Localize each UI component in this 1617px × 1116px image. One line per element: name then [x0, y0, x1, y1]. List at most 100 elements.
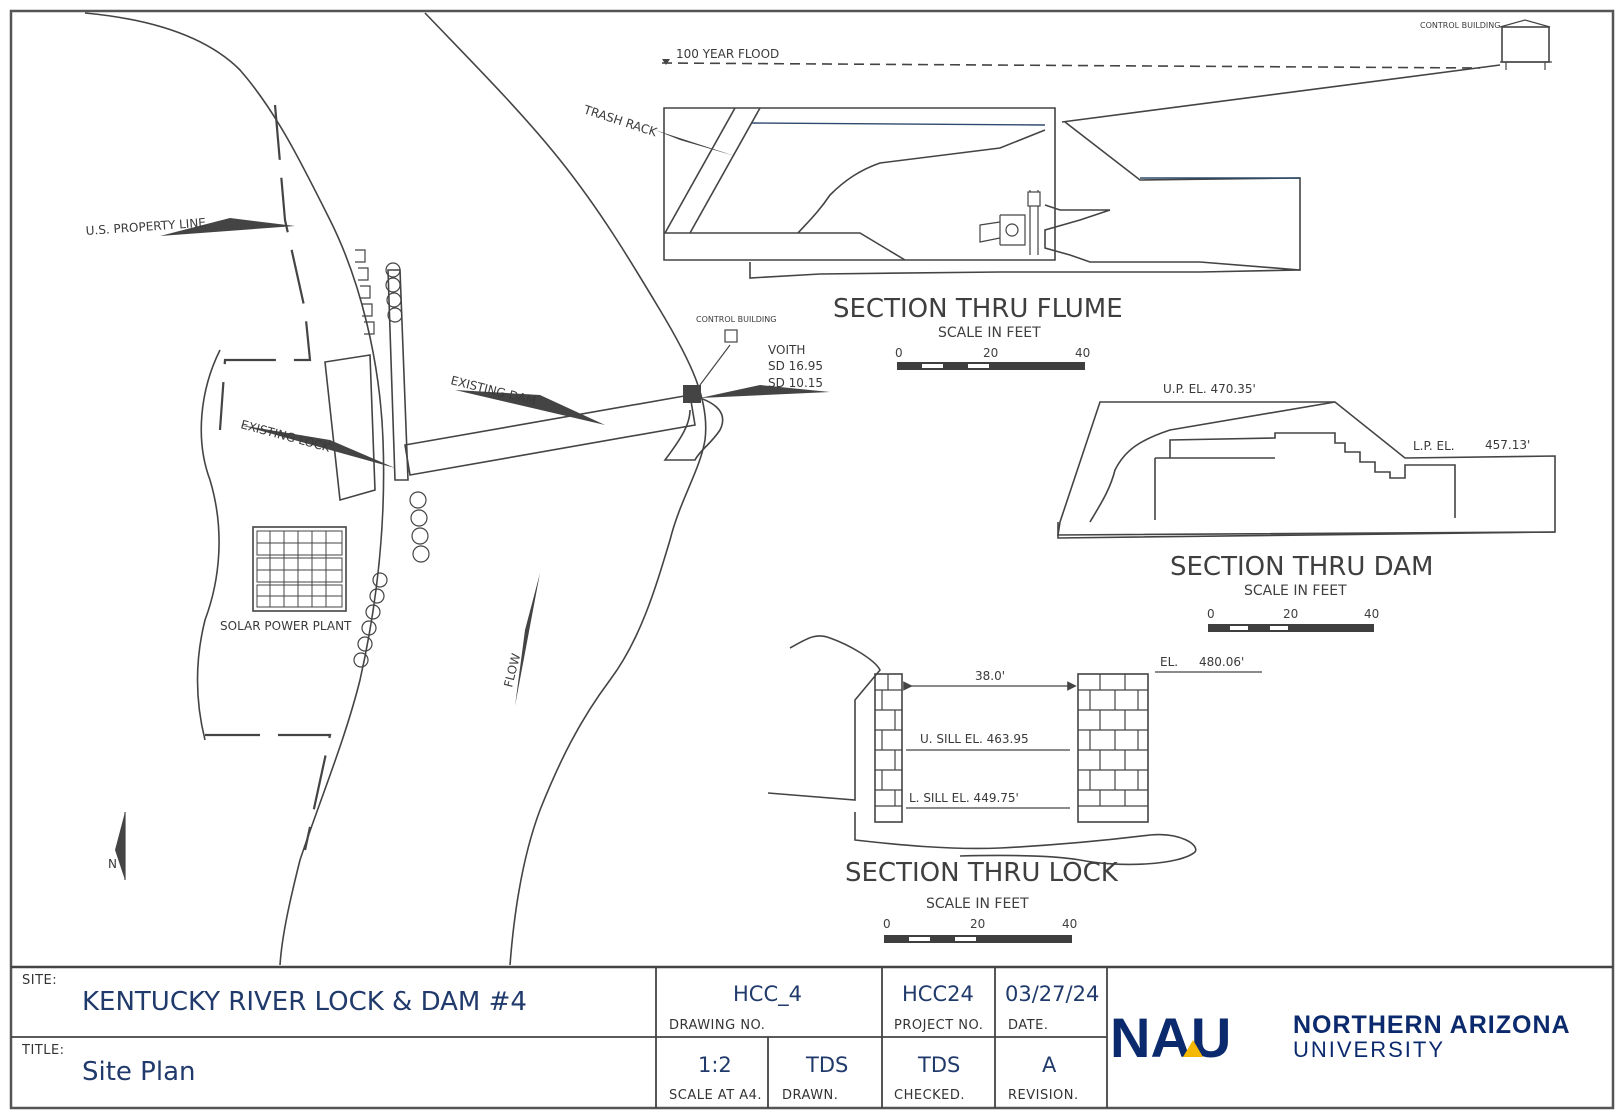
date-value: 03/27/24 [1005, 982, 1099, 1006]
property-line-label: U.S. PROPERTY LINE [85, 216, 206, 238]
lock-scale-bar [884, 935, 1072, 943]
flood-marker-icon [662, 59, 670, 65]
drawn-value: TDS [805, 1053, 848, 1077]
u-sill-label: U. SILL EL. 463.95 [920, 732, 1029, 746]
turbine-icon [979, 190, 1041, 255]
scale-label: SCALE AT A4. [669, 1088, 762, 1103]
control-building-stem [699, 344, 731, 386]
lock-el-label: EL. [1160, 655, 1178, 669]
dam-ogee [1089, 401, 1336, 523]
lock-leader [240, 425, 395, 468]
property-line [218, 104, 312, 431]
project-no-value: HCC24 [902, 982, 974, 1006]
nau-logo-mark: NAU [1110, 1006, 1231, 1069]
lock-ground-bottom [854, 812, 1197, 866]
title-label: TITLE: [21, 1043, 65, 1058]
dam-lp-el-label: L.P. EL. [1413, 439, 1455, 453]
lock-scale-20: 20 [970, 917, 985, 931]
nau-logo-name: NORTHERN ARIZONA [1293, 1011, 1571, 1039]
lock-scale-0: 0 [883, 917, 891, 931]
draft-tube [1044, 121, 1301, 271]
flume-scale-40: 40 [1075, 346, 1090, 360]
nau-logo: NAU NORTHERN ARIZONA UNIVERSITY [1110, 1006, 1571, 1069]
voith-sd1-label: SD 16.95 [768, 359, 823, 373]
drawing-no-label: DRAWING NO. [669, 1018, 765, 1033]
section-dam: U.P. EL. 470.35' L.P. EL. 457.13' SECTIO… [1057, 382, 1556, 632]
existing-lock-label: EXISTING LOCK [239, 417, 332, 455]
dam-up-el: U.P. EL. 470.35' [1163, 382, 1256, 396]
flume-scale-0: 0 [895, 346, 903, 360]
site-label: SITE: [22, 973, 57, 988]
lock-right-wall [1077, 673, 1149, 823]
north-arrow-icon [115, 812, 125, 880]
flow-arrow [515, 573, 540, 706]
flume-scale-title: SCALE IN FEET [938, 325, 1041, 341]
flume-box [663, 107, 1056, 261]
shore-curve [196, 349, 221, 741]
lock-width-label: 38.0' [975, 669, 1005, 683]
dam-title: SECTION THRU DAM [1170, 552, 1433, 582]
nau-logo-triangle [1183, 1040, 1203, 1057]
sheet-border [9, 9, 1615, 1110]
flood-line [661, 62, 1481, 69]
flume-title: SECTION THRU FLUME [833, 294, 1123, 324]
headwater-line [1061, 64, 1501, 123]
lock-guide-wall [387, 269, 409, 481]
lock-scale-title: SCALE IN FEET [926, 896, 1029, 912]
property-line-south [205, 733, 332, 851]
project-no-label: PROJECT NO. [894, 1018, 983, 1033]
control-building-top-label: CONTROL BUILDING [1420, 21, 1500, 30]
lock-el-value: 480.06' [1199, 655, 1244, 669]
lock-title: SECTION THRU LOCK [845, 858, 1119, 888]
section-flume: 100 YEAR FLOOD CONTROL BUILDING TRASH RA… [581, 19, 1552, 370]
dam-scale-title: SCALE IN FEET [1244, 583, 1347, 599]
dam-steps [1169, 432, 1456, 518]
guide-wall-cells [353, 262, 430, 668]
flume-scale-bar [897, 362, 1085, 370]
control-building-elev [1501, 26, 1550, 63]
revision-value: A [1042, 1053, 1057, 1077]
lock-notches [355, 249, 375, 335]
drawn-label: DRAWN. [782, 1088, 838, 1103]
solar-plant-label: SOLAR POWER PLANT [220, 619, 352, 633]
revision-label: REVISION. [1008, 1088, 1079, 1103]
checked-label: CHECKED. [894, 1088, 965, 1103]
control-building-plan [724, 329, 738, 343]
dam-abutment [663, 394, 724, 461]
flume-floor [664, 232, 906, 261]
l-sill-label: L. SILL EL. 449.75' [909, 791, 1019, 805]
title-value: Site Plan [82, 1057, 196, 1087]
tailrace-floor [749, 262, 1301, 279]
date-label: DATE. [1008, 1018, 1048, 1033]
title-block: SITE: KENTUCKY RIVER LOCK & DAM #4 TITLE… [11, 965, 1613, 1108]
voith-label: VOITH [768, 343, 805, 357]
dam-lp-el-value: 457.13' [1485, 438, 1530, 452]
dam-scale-0: 0 [1207, 607, 1215, 621]
dam-scale-bar [1208, 624, 1374, 632]
lock-land-wall [324, 354, 376, 502]
powerhouse [683, 385, 701, 403]
dam-scale-40: 40 [1364, 607, 1379, 621]
trash-rack-label: TRASH RACK [581, 102, 660, 139]
dam-base [1057, 522, 1556, 539]
nau-logo-university: UNIVERSITY [1293, 1037, 1445, 1062]
property-line-leader [160, 218, 295, 236]
voith-leader [700, 385, 830, 398]
river-east-bank [424, 12, 707, 966]
trash-rack-leader [655, 130, 735, 156]
trash-rack [689, 107, 761, 234]
water-line-head [751, 122, 1046, 126]
control-building-plan-label: CONTROL BUILDING [696, 315, 776, 324]
dam-leader [455, 390, 605, 425]
lock-left-wall [874, 673, 903, 823]
site-plan: U.S. PROPERTY LINE EXISTING DAM EXISTING… [84, 12, 830, 966]
voith-sd2-label: SD 10.15 [768, 376, 823, 390]
drawing-no-value: HCC_4 [733, 982, 802, 1007]
scale-value: 1:2 [698, 1053, 732, 1077]
dam-core [1154, 457, 1275, 520]
lock-scale-40: 40 [1062, 917, 1077, 931]
lock-ground-left [767, 635, 881, 801]
flood-label: 100 YEAR FLOOD [676, 47, 779, 61]
dam-outline [1057, 401, 1556, 536]
